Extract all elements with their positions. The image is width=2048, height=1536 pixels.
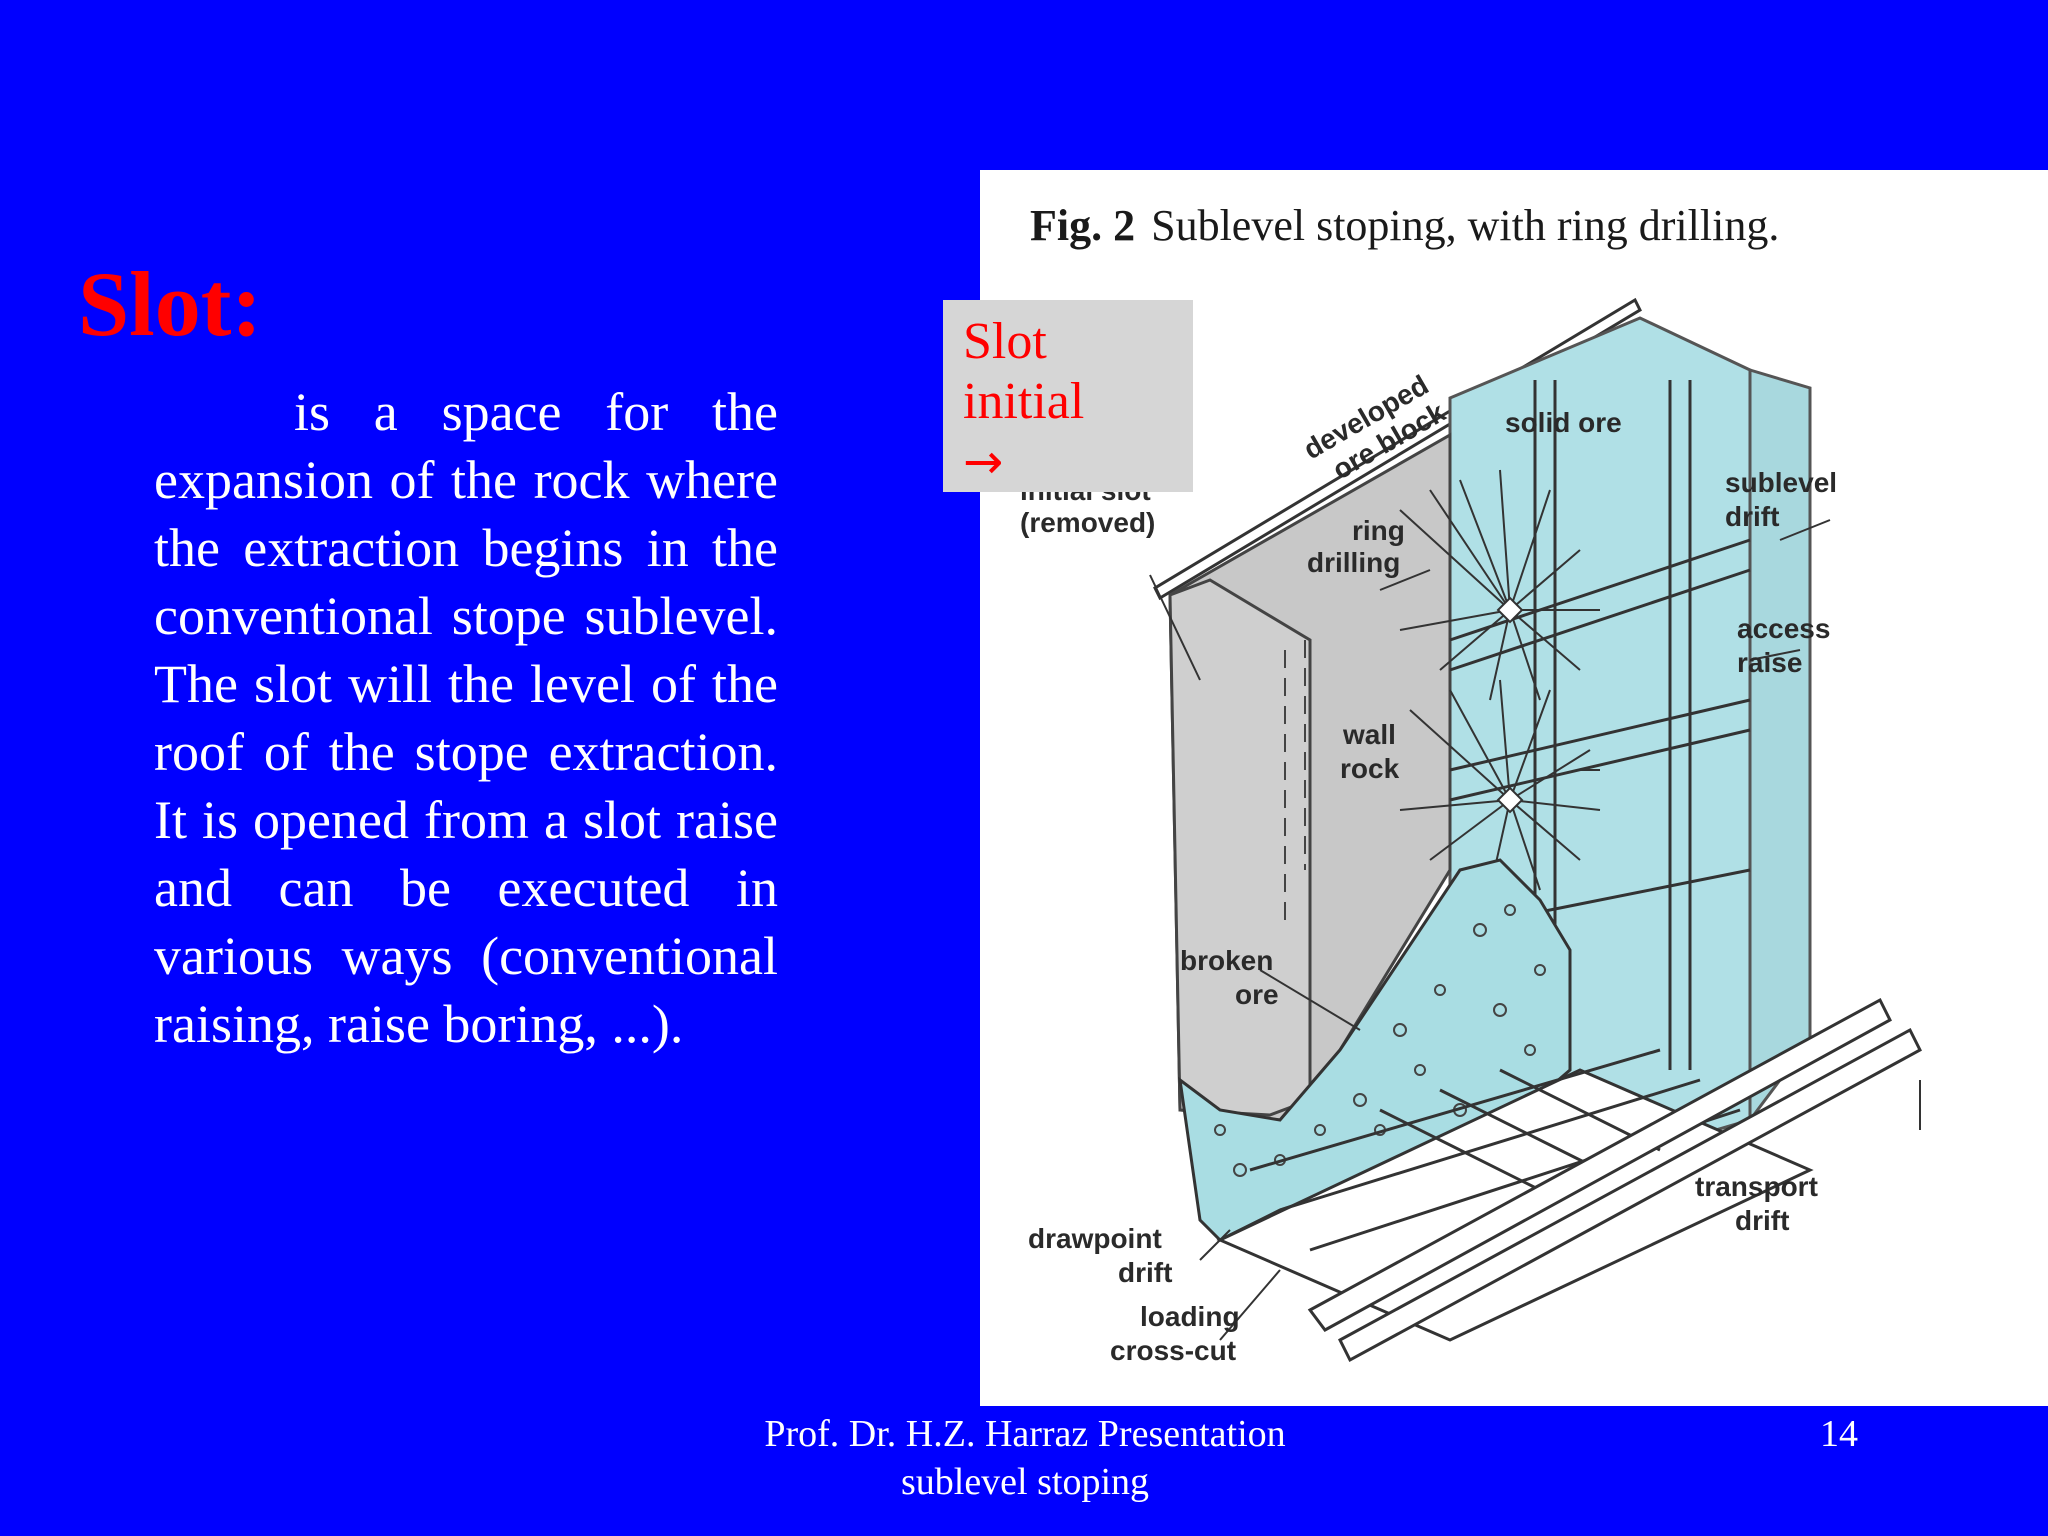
label-cross-cut: cross-cut (1110, 1335, 1236, 1366)
stope-diagram: developed ore block solid ore initial sl… (1020, 297, 1922, 1366)
transport-drift-rail (1307, 997, 1892, 1332)
slide-title: Slot: (78, 253, 262, 355)
label-loading: loading (1140, 1301, 1240, 1332)
page-number: 14 (1820, 1413, 1858, 1455)
callout-line-2: initial (963, 373, 1085, 430)
footer-topic: sublevel stoping (900, 1461, 1150, 1503)
footer-author: Prof. Dr. H.Z. Harraz Presentation (764, 1413, 1286, 1455)
callout-line-1: Slot (963, 313, 1047, 370)
label-access-raise: raise (1737, 647, 1802, 678)
label-solid-ore: solid ore (1505, 407, 1622, 438)
label-drawpoint-drift: drift (1118, 1257, 1172, 1288)
sublevel-stoping-figure: developed ore block solid ore initial sl… (980, 170, 2048, 1406)
label-broken: broken (1180, 945, 1273, 976)
ring-drilling-fan-lower (1399, 679, 1601, 891)
figure-caption-text: Sublevel stoping, with ring drilling. (1151, 201, 1780, 250)
access-raise-lines (1533, 380, 1692, 1100)
label-wall: wall (1342, 719, 1396, 750)
right-arrow-icon: → (963, 434, 1004, 490)
figure-caption: Fig. 2 Sublevel stoping, with ring drilli… (1030, 200, 1779, 251)
label-access: access (1737, 613, 1830, 644)
label-ring: ring (1352, 515, 1405, 546)
sublevel-drift-lines (1449, 538, 1751, 932)
label-leader-lines (1149, 519, 1921, 1341)
label-sublevel-drift: drift (1725, 501, 1779, 532)
slide-body-content: is a space for the expansion of the rock… (154, 382, 778, 1054)
label-drawpoint: drawpoint (1028, 1223, 1162, 1254)
label-broken-ore: ore (1235, 979, 1279, 1010)
label-sublevel: sublevel (1725, 467, 1837, 498)
label-transport-drift: drift (1735, 1205, 1789, 1236)
label-transport: transport (1695, 1171, 1818, 1202)
slot-initial-callout: Slot initial → (943, 300, 1193, 492)
slide-body-text: is a space for the expansion of the rock… (154, 378, 778, 1058)
ring-drilling-fan-upper (1399, 469, 1600, 701)
label-drilling: drilling (1307, 547, 1400, 578)
broken-ore-fragments (1214, 904, 1546, 1177)
label-initial-slot-removed: (removed) (1020, 507, 1155, 538)
transport-drift-rail-2 (1338, 1027, 1922, 1363)
label-rock: rock (1340, 753, 1400, 784)
slide-footer: Prof. Dr. H.Z. Harraz Presentation suble… (700, 1410, 1350, 1506)
figure-number: Fig. 2 (1030, 201, 1136, 250)
callout-text: Slot initial (963, 312, 1084, 432)
